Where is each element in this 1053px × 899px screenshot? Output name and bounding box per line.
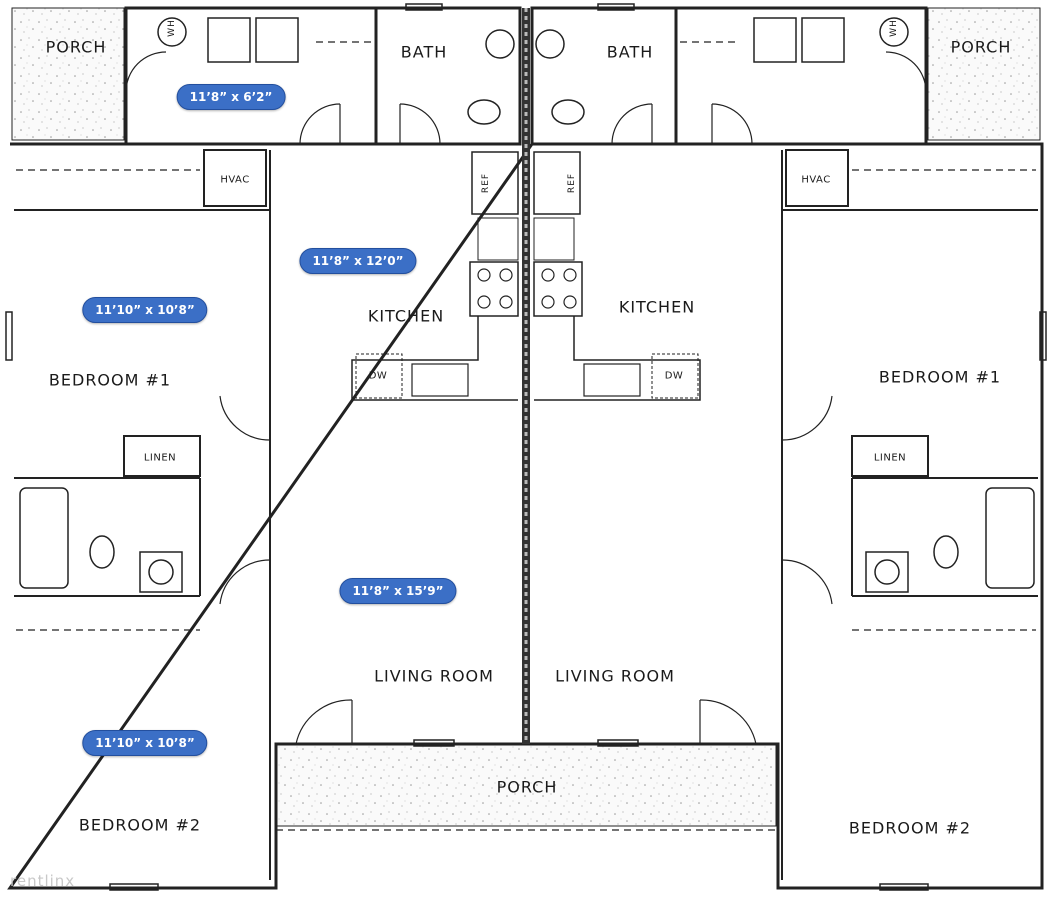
bath-right: [530, 6, 678, 146]
wh-left-label: WH: [167, 19, 177, 37]
dimension-badge-bedroom2: 11’10” x 10’8”: [82, 730, 208, 756]
porch-bottom-label: PORCH: [496, 777, 558, 797]
dimension-badge-utility: 11’8” x 6’2”: [176, 84, 286, 110]
porch-bottom: [275, 743, 777, 827]
porch-top-left: [11, 7, 125, 141]
living-right-label: LIVING ROOM: [555, 666, 675, 686]
outer-wall: [7, 142, 1044, 890]
porch-top-right-label: PORCH: [950, 37, 1012, 57]
range-right: [533, 261, 583, 317]
wh-right-label: WH: [889, 19, 899, 37]
bedroom1-right-label: BEDROOM #1: [878, 367, 1002, 387]
bedroom2-left-label: BEDROOM #2: [78, 815, 202, 835]
kitchen-right-label: KITCHEN: [618, 297, 696, 317]
hvac-left-label: HVAC: [220, 174, 250, 186]
toilet-left: [89, 535, 115, 569]
ref-right: [533, 151, 581, 215]
linen-right-label: LINEN: [873, 452, 907, 464]
counter-right: [534, 316, 701, 401]
ref-right-label: REF: [567, 172, 577, 194]
counter-left: [351, 316, 518, 401]
ref-left-label: REF: [481, 172, 491, 194]
bath-left-label: BATH: [400, 42, 448, 62]
tub-right: [985, 487, 1035, 589]
hvac-right-room: [785, 149, 849, 207]
tub-left: [19, 487, 69, 589]
utility-left: [124, 6, 378, 146]
dimension-badge-living: 11’8” x 15’9”: [339, 578, 457, 604]
dimension-badge-kitchen: 11’8” x 12’0”: [299, 248, 417, 274]
dimension-badge-bedroom1: 11’10” x 10’8”: [82, 297, 208, 323]
porch-top-left-label: PORCH: [45, 37, 107, 57]
watermark: rentlinx: [10, 872, 76, 890]
ref-left: [471, 151, 519, 215]
linen-left-room: [123, 435, 201, 477]
dw-left-label: DW: [368, 370, 388, 382]
bedroom1-left-label: BEDROOM #1: [48, 370, 172, 390]
bath-right-label: BATH: [606, 42, 654, 62]
dw-right-label: DW: [664, 370, 684, 382]
living-left-label: LIVING ROOM: [374, 666, 494, 686]
linen-right-room: [851, 435, 929, 477]
porch-top-right: [927, 7, 1041, 141]
kitchen-left-label: KITCHEN: [367, 306, 445, 326]
linen-left-label: LINEN: [143, 452, 177, 464]
hvac-right-label: HVAC: [801, 174, 831, 186]
bath-left: [374, 6, 522, 146]
range-left: [469, 261, 519, 317]
toilet-right: [933, 535, 959, 569]
hvac-left-room: [203, 149, 267, 207]
bedroom2-right-label: BEDROOM #2: [848, 818, 972, 838]
